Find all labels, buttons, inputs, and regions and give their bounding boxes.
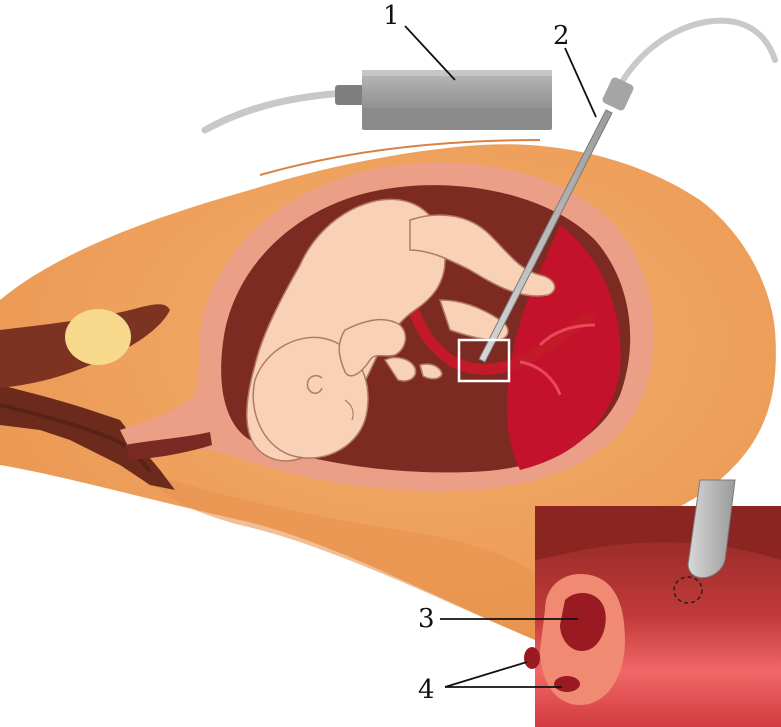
- inset-panel: [524, 480, 781, 727]
- fetoscope-cable: [620, 21, 775, 85]
- label-fetoscope: 2: [553, 21, 570, 51]
- probe-connector: [335, 85, 365, 105]
- ultrasound-probe-icon: [362, 70, 552, 130]
- callout-line-2: [565, 48, 596, 117]
- label-umbilical-vein: 3: [418, 604, 435, 634]
- label-probe: 1: [383, 1, 400, 31]
- umbilical-artery-2: [554, 676, 580, 692]
- label-umbilical-arteries: 4: [418, 675, 435, 705]
- callout-line-4a: [445, 662, 527, 687]
- umbilical-artery-1: [524, 647, 540, 669]
- bladder: [65, 309, 131, 365]
